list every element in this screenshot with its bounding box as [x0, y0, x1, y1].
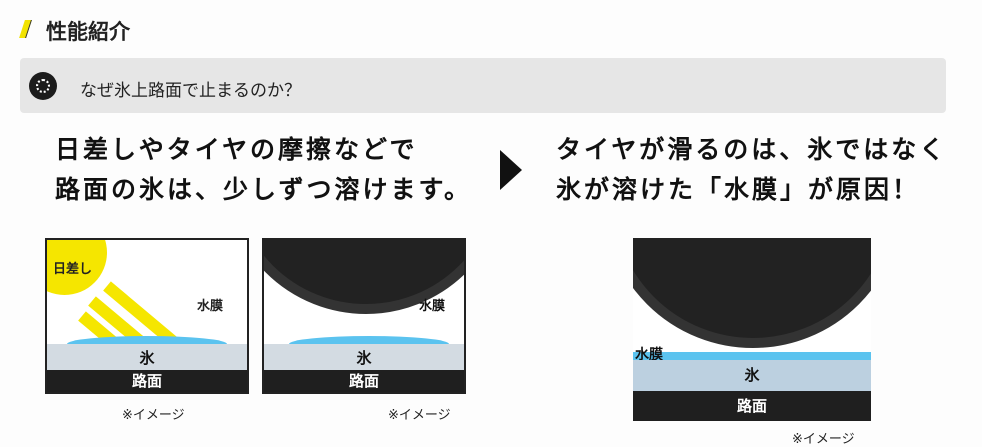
right-heading: タイヤが滑るのは、氷ではなく 氷が溶けた「水膜」が原因！	[556, 130, 947, 210]
road-layer: 路面	[47, 370, 247, 392]
tire-friction-illustration: タイヤの摩擦 水膜 氷 路面	[262, 238, 466, 394]
image-caption: ※イメージ	[122, 408, 185, 423]
road-layer: 路面	[264, 370, 464, 392]
water-film-label: 水膜	[197, 299, 224, 314]
left-heading-line: 日差しやタイヤの摩擦などで	[55, 135, 418, 164]
water-film-label: 水膜	[635, 347, 663, 363]
road-layer: 路面	[633, 391, 871, 421]
accent-slash-icon	[19, 20, 32, 38]
water-film-cause-illustration: 水膜 氷 路面	[633, 238, 871, 421]
question-text: なぜ氷上路面で止まるのか？	[80, 81, 301, 101]
image-caption: ※イメージ	[388, 408, 451, 423]
left-heading: 日差しやタイヤの摩擦などで 路面の氷は、少しずつ溶けます。	[55, 130, 472, 210]
left-heading-line: 路面の氷は、少しずつ溶けます。	[55, 175, 473, 204]
tire-icon	[29, 72, 57, 100]
right-heading-line: 氷が溶けた「水膜」が原因！	[556, 175, 921, 204]
ice-layer: 氷	[633, 360, 871, 391]
ice-layer: 氷	[47, 344, 247, 372]
section-title: 性能紹介	[46, 20, 130, 44]
ice-layer: 氷	[264, 344, 464, 372]
friction-label: タイヤの摩擦	[309, 316, 387, 331]
arrow-right-icon	[500, 150, 522, 190]
image-caption: ※イメージ	[792, 432, 855, 447]
water-film-label: 水膜	[419, 299, 446, 314]
sunlight-illustration: 日差し 水膜 氷 路面	[45, 238, 249, 394]
right-heading-line: タイヤが滑るのは、氷ではなく	[556, 135, 948, 164]
water-film	[633, 352, 871, 360]
tire-image	[633, 238, 871, 348]
question-bar	[20, 58, 946, 113]
sun-label: 日差し	[53, 262, 93, 277]
